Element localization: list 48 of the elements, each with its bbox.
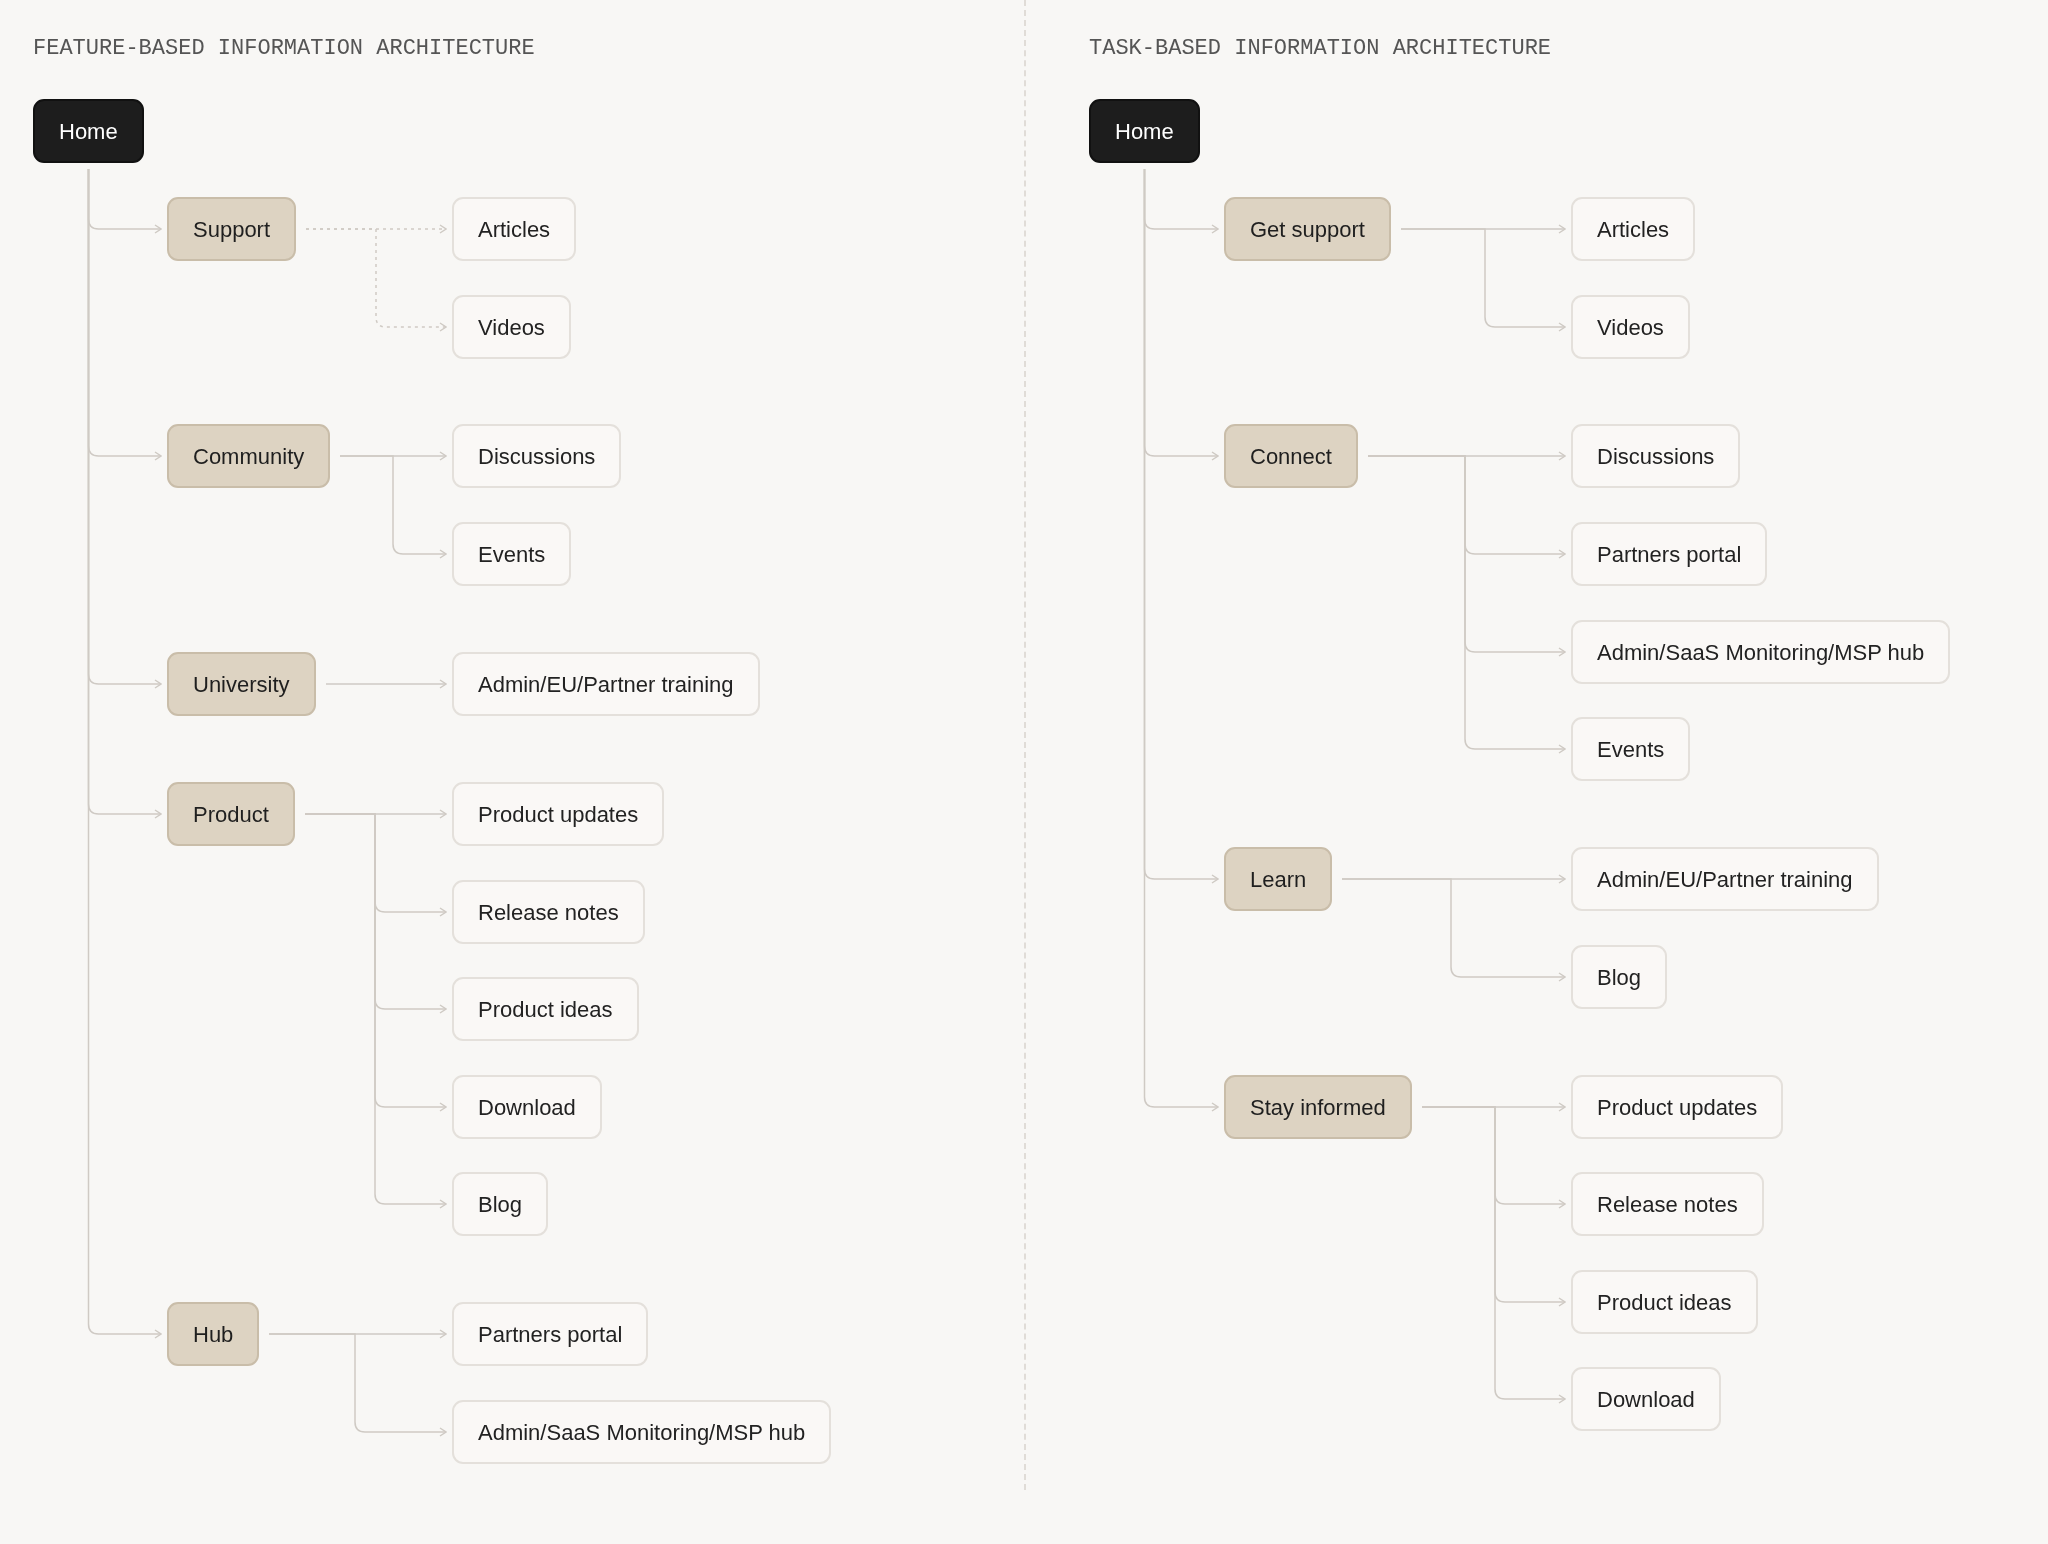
connector-arrow	[339, 455, 447, 559]
page-node: Discussions	[1571, 424, 1741, 488]
page-node: Articles	[452, 197, 577, 261]
page-node: Admin/EU/Partner training	[452, 652, 760, 716]
connector-arrow	[1421, 1106, 1566, 1404]
connector-arrow	[305, 228, 447, 332]
page-node: Videos	[1571, 295, 1690, 359]
category-node: Support	[167, 197, 297, 261]
page-node: Blog	[1571, 945, 1668, 1009]
page-node: Events	[452, 522, 572, 586]
connector-arrow	[325, 679, 447, 689]
page-node: Admin/SaaS Monitoring/MSP hub	[1571, 620, 1951, 684]
page-node: Release notes	[1571, 1172, 1764, 1236]
connector-arrow	[304, 813, 447, 1209]
page-node: Blog	[452, 1172, 549, 1236]
connector-arrow	[1341, 878, 1566, 982]
page-node: Discussions	[452, 424, 622, 488]
page-node: Product ideas	[1571, 1270, 1758, 1334]
page-node: Product updates	[1571, 1075, 1784, 1139]
category-node: Stay informed	[1224, 1075, 1412, 1139]
section-heading: FEATURE-BASED INFORMATION ARCHITECTURE	[33, 35, 535, 63]
page-node: Download	[1571, 1367, 1721, 1431]
page-node: Partners portal	[1571, 522, 1768, 586]
root-node: Home	[1089, 99, 1200, 163]
page-node: Videos	[452, 295, 571, 359]
section-heading: TASK-BASED INFORMATION ARCHITECTURE	[1089, 35, 1552, 63]
category-node: Get support	[1224, 197, 1391, 261]
page-node: Admin/SaaS Monitoring/MSP hub	[452, 1400, 832, 1464]
connector-arrow	[268, 1333, 447, 1437]
connector-arrow	[87, 168, 162, 1339]
page-node: Partners portal	[452, 1302, 649, 1366]
page-node: Admin/EU/Partner training	[1571, 847, 1879, 911]
category-node: Learn	[1224, 847, 1333, 911]
page-node: Download	[452, 1075, 602, 1139]
category-node: Connect	[1224, 424, 1358, 488]
connector-arrow	[1400, 228, 1566, 332]
category-node: Community	[167, 424, 331, 488]
connector-arrow	[1143, 168, 1219, 1112]
category-node: Hub	[167, 1302, 260, 1366]
connector-arrow	[1367, 455, 1566, 754]
page-node: Release notes	[452, 880, 645, 944]
category-node: University	[167, 652, 316, 716]
root-node: Home	[33, 99, 144, 163]
page-node: Articles	[1571, 197, 1696, 261]
category-node: Product	[167, 782, 295, 846]
page-node: Product updates	[452, 782, 665, 846]
page-node: Product ideas	[452, 977, 639, 1041]
page-node: Events	[1571, 717, 1691, 781]
